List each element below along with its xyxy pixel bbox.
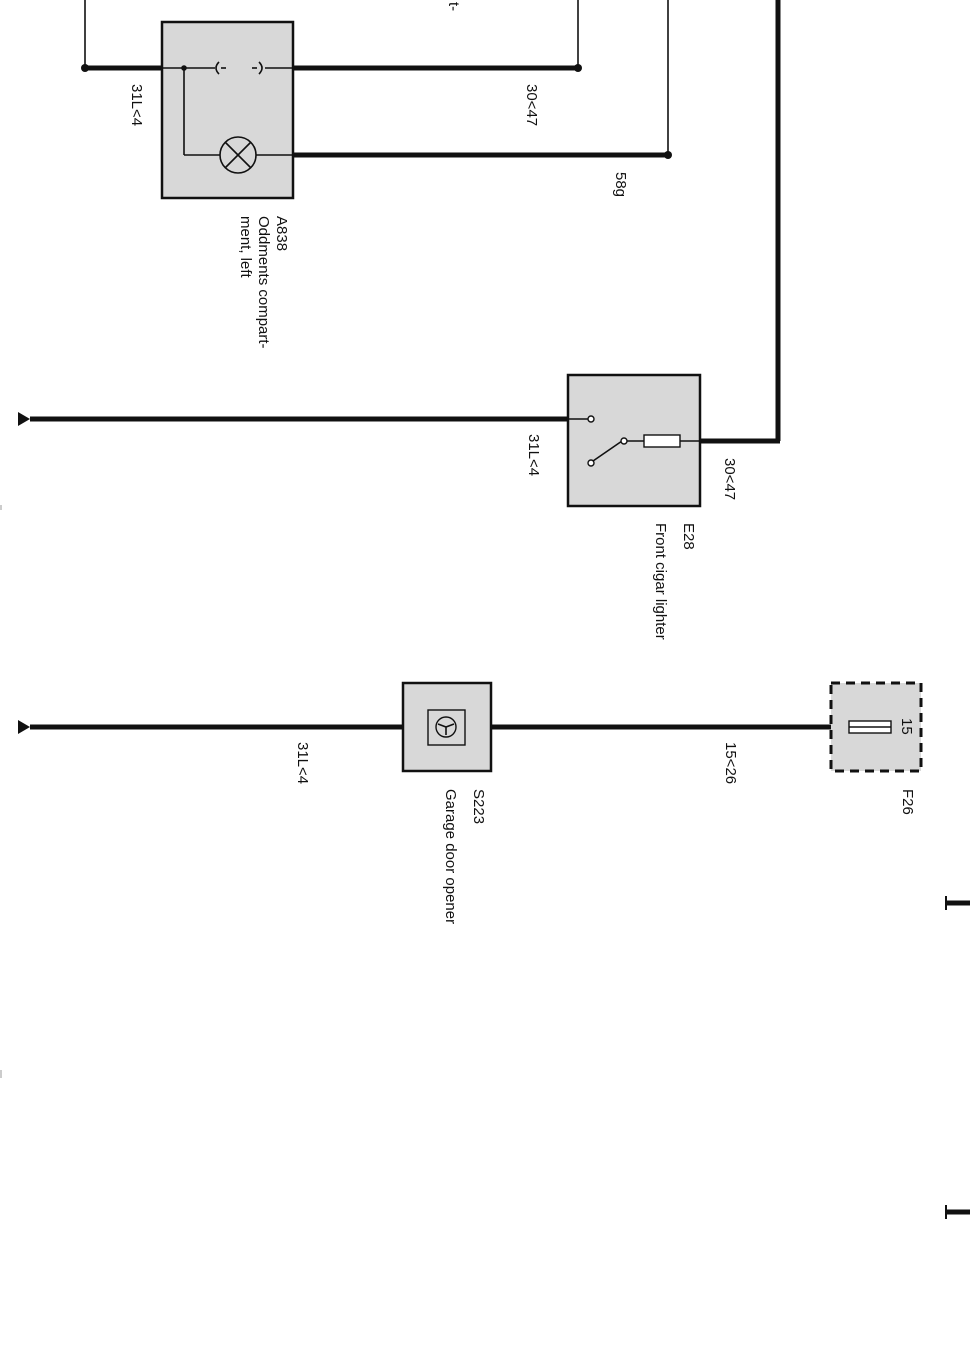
wire-label: 15<26 <box>722 742 739 784</box>
contact-icon <box>258 61 263 75</box>
junction-dot <box>664 151 672 159</box>
a838-circuit <box>81 0 672 200</box>
wire-label: 30<47 <box>523 84 540 126</box>
component-id: A838 <box>273 216 290 251</box>
component-id: E28 <box>680 523 697 550</box>
switch-contact-icon <box>620 437 628 445</box>
component-name: Oddments compart- <box>255 216 272 349</box>
wire-label: 31L<4 <box>128 84 145 126</box>
ground-arrow-icon <box>18 412 30 426</box>
switch-contact-icon <box>587 459 595 467</box>
component-id: S223 <box>470 789 487 824</box>
lamp-icon <box>224 141 252 169</box>
component-a838-box <box>160 20 295 200</box>
s223-circuit <box>18 681 923 773</box>
wire-label: 58g <box>612 172 629 197</box>
cut-label: t- <box>445 2 462 11</box>
e28-circuit <box>18 0 781 508</box>
component-name: Garage door opener <box>442 789 459 924</box>
wire-label: 31L<4 <box>525 434 542 476</box>
junction-dot <box>574 64 582 72</box>
opener-button-icon <box>437 723 455 735</box>
contact-icon <box>215 61 220 75</box>
wire-label: 30<47 <box>721 458 738 500</box>
opener-module-icon <box>427 709 466 746</box>
component-name: ment, left <box>237 216 254 279</box>
ground-arrow-icon <box>18 720 30 734</box>
edge-markers <box>945 896 970 1219</box>
wire-label: 31L<4 <box>294 742 311 784</box>
switch-contact-icon <box>587 415 595 423</box>
opener-button-icon <box>435 716 457 738</box>
lamp-icon <box>219 136 257 174</box>
heating-element-icon <box>643 434 681 448</box>
component-id: F26 <box>899 789 916 815</box>
junction-dot <box>81 64 89 72</box>
fuse-terminal-label: 15 <box>898 718 915 735</box>
component-name: Front cigar lighter <box>652 523 669 640</box>
switch-arm-icon <box>592 440 623 462</box>
